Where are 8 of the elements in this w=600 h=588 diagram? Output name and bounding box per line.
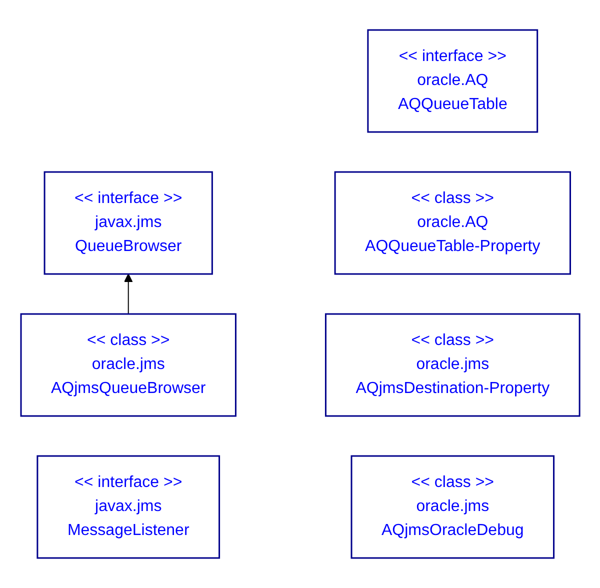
node-box: << interface >> javax.jms QueueBrowser — [44, 171, 213, 275]
node-box: << class >> oracle.jms AQjmsOracleDebug — [350, 455, 554, 559]
node-box: << class >> oracle.AQ AQQueueTable-Property — [334, 171, 571, 275]
arrow — [124, 274, 132, 314]
node-box: << interface >> javax.jms MessageListener — [36, 455, 220, 559]
node-box: << interface >> oracle.AQ AQQueueTable — [366, 29, 538, 133]
node-box: << class >> oracle.jms AQjmsQueueBrowser — [20, 313, 236, 417]
node-box: << class >> oracle.jms AQjmsDestination-Property — [324, 313, 580, 417]
